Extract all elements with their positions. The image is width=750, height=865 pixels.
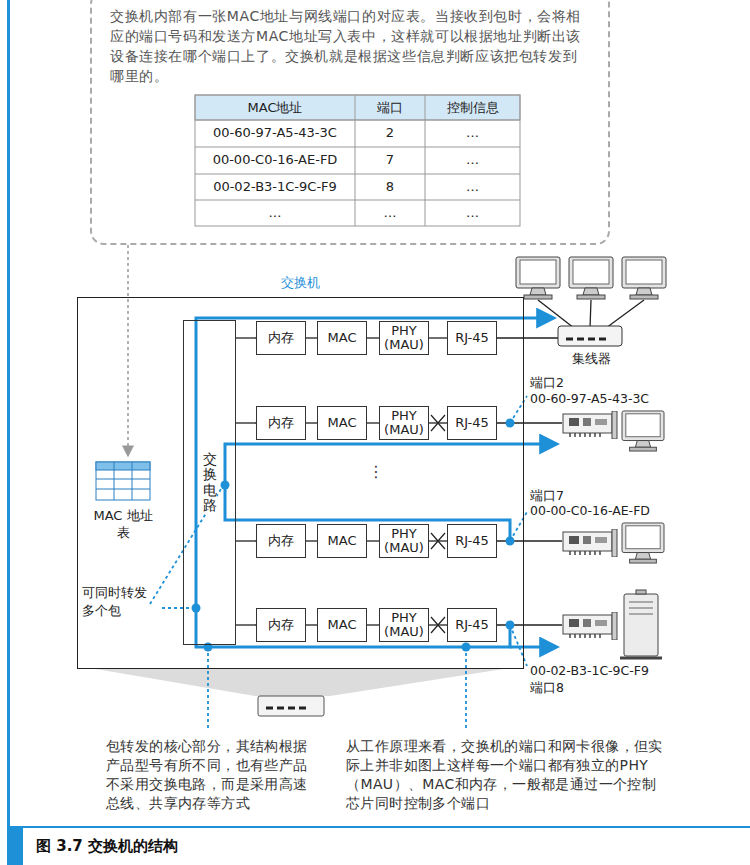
table-cell: 2 [355,125,425,141]
table-cell: 00-02-B3-1C-9C-F9 [195,179,355,195]
box-label: 内存 [268,534,294,548]
port-label: 00-02-B3-1C-9C-F9 [530,663,680,679]
port-label: 端口2 [530,375,590,391]
port-component-box: MAC [317,524,367,558]
table-cell: 端口 [355,100,425,116]
connector [236,422,256,423]
box-label: 交换电路 [203,452,217,514]
callout-text: 交换机内部有一张MAC地址与网线端口的对应表。当接收到包时，会将相应的端口号码和… [110,6,590,86]
table-cell: 00-60-97-A5-43-3C [195,125,355,141]
caption-bar [7,0,750,865]
port-component-box: MAC [317,608,367,642]
hub-label: 集线器 [556,351,626,367]
box-label: PHY (MAU) [382,409,426,437]
table-cell: 控制信息 [425,100,520,116]
box-label: MAC [328,534,357,548]
box-label: MAC [328,331,357,345]
box-label: RJ-45 [455,416,489,430]
port-component-box: RJ-45 [447,321,497,355]
table-cell: 00-00-C0-16-AE-FD [195,152,355,168]
port-component-box: 内存 [256,608,306,642]
connector [367,422,379,423]
connector [306,540,317,541]
port-label: 端口7 [530,488,590,504]
port-label: 端口8 [530,680,590,696]
callout-arrow [127,245,129,455]
note-label: 可同时转发 多个包 [82,584,158,620]
box-label: MAC [328,416,357,430]
annotation: 包转发的核心部分，其结构根据产品型号有所不同，也有些产品不采用交换电路，而是采用… [106,737,310,813]
table-cell: 8 [355,179,425,195]
connector [236,337,256,338]
connector [429,540,447,541]
port-label: 00-00-C0-16-AE-FD [530,503,680,519]
port-component-box: RJ-45 [447,608,497,642]
box-label: PHY (MAU) [382,611,426,639]
switch-circuit-box: 交换电路 [183,320,236,645]
mac-table-label: MAC 地址表 [93,507,153,541]
device-cables [497,300,644,625]
connector [236,624,256,625]
port-component-box: 内存 [256,321,306,355]
connector [429,337,447,338]
table-cell: MAC地址 [195,100,355,116]
port-component-box: MAC [317,321,367,355]
packet-flow [196,318,556,647]
connector [306,624,317,625]
flow-dots [192,419,515,652]
table-cell: … [425,152,520,168]
port-component-box: MAC [317,406,367,440]
connector [429,422,447,423]
switch-box: 交换机交换电路内存MACPHY (MAU)RJ-45内存MACPHY (MAU)… [78,298,523,668]
crossover-marks [431,415,445,633]
port-component-box: PHY (MAU) [379,406,429,440]
port-label: 00-60-97-A5-43-3C [530,391,680,407]
table-cell: … [425,205,520,221]
table-cell: 7 [355,152,425,168]
port-component-box: PHY (MAU) [379,321,429,355]
box-label: 内存 [268,618,294,632]
leader-lines [150,396,527,730]
box-label: 内存 [268,416,294,430]
mac-table-icon [96,462,150,500]
table-cell: … [355,205,425,221]
port-component-box: RJ-45 [447,524,497,558]
box-label: RJ-45 [455,534,489,548]
port-component-box: 内存 [256,524,306,558]
connector [367,337,379,338]
box-label: PHY (MAU) [382,527,426,555]
hub [516,257,666,346]
port-component-box: 内存 [256,406,306,440]
switch-icon [258,696,324,716]
zoom-wedge [90,668,510,696]
computers [563,411,664,658]
box-label: PHY (MAU) [382,324,426,352]
ellipsis: ⋮ [366,463,386,481]
annotation: 从工作原理来看，交换机的端口和网卡很像，但实际上并非如图上这样每一个端口都有独立… [346,737,668,813]
connector [429,624,447,625]
callout-box: 交换机内部有一张MAC地址与网线端口的对应表。当接收到包时，会将相应的端口号码和… [90,0,610,245]
box-label: 内存 [268,331,294,345]
box-label: RJ-45 [455,331,489,345]
address-table [195,95,520,226]
figure-caption: 图 3.7 交换机的结构 [36,836,436,856]
connector [367,624,379,625]
connector [306,337,317,338]
port-component-box: RJ-45 [447,406,497,440]
table-cell: … [425,179,520,195]
switch-title: 交换机 [78,274,523,292]
port-component-box: PHY (MAU) [379,608,429,642]
box-label: MAC [328,618,357,632]
connector [367,540,379,541]
table-cell: … [425,125,520,141]
connector [236,540,256,541]
port-component-box: PHY (MAU) [379,524,429,558]
table-cell: … [195,205,355,221]
connector [306,422,317,423]
box-label: RJ-45 [455,618,489,632]
